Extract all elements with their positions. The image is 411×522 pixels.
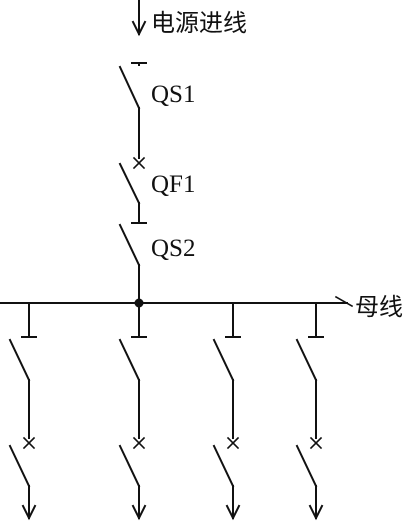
isolator-qs1-label: QS1 — [151, 81, 195, 108]
isolator-qs1 — [118, 62, 147, 159]
isolator-qs2-label: QS2 — [151, 235, 195, 262]
feeder-4 — [295, 302, 324, 521]
feeder-isolator-blade — [118, 338, 141, 382]
incoming-line-label: 电源进线 — [151, 9, 247, 37]
feeder-isolator-blade — [212, 338, 235, 382]
feeder-isolator-blade — [295, 338, 318, 382]
feeder-arrow-icon — [21, 504, 37, 521]
breaker-qf1-label: QF1 — [151, 171, 195, 198]
feeder-3 — [212, 302, 241, 521]
breaker-qf1 — [118, 156, 146, 224]
feeder-breaker-blade — [295, 444, 318, 488]
feeder-arrow-icon — [131, 504, 147, 521]
incoming-arrow-icon — [131, 20, 147, 37]
feeder-1 — [8, 302, 37, 521]
feeder-breaker-blade — [212, 444, 235, 488]
feeder-arrow-icon — [308, 504, 324, 521]
feeder-breaker-blade — [8, 444, 31, 488]
feeder-2 — [118, 302, 147, 521]
bus-label-leader — [334, 295, 354, 308]
bus-label: 母线 — [355, 293, 403, 321]
isolator-qs2 — [118, 222, 147, 304]
feeder-isolator-blade — [8, 338, 31, 382]
busbar — [0, 295, 354, 308]
feeder-arrow-icon — [225, 504, 241, 521]
incoming-line — [131, 0, 147, 37]
feeder-breaker-blade — [118, 444, 141, 488]
